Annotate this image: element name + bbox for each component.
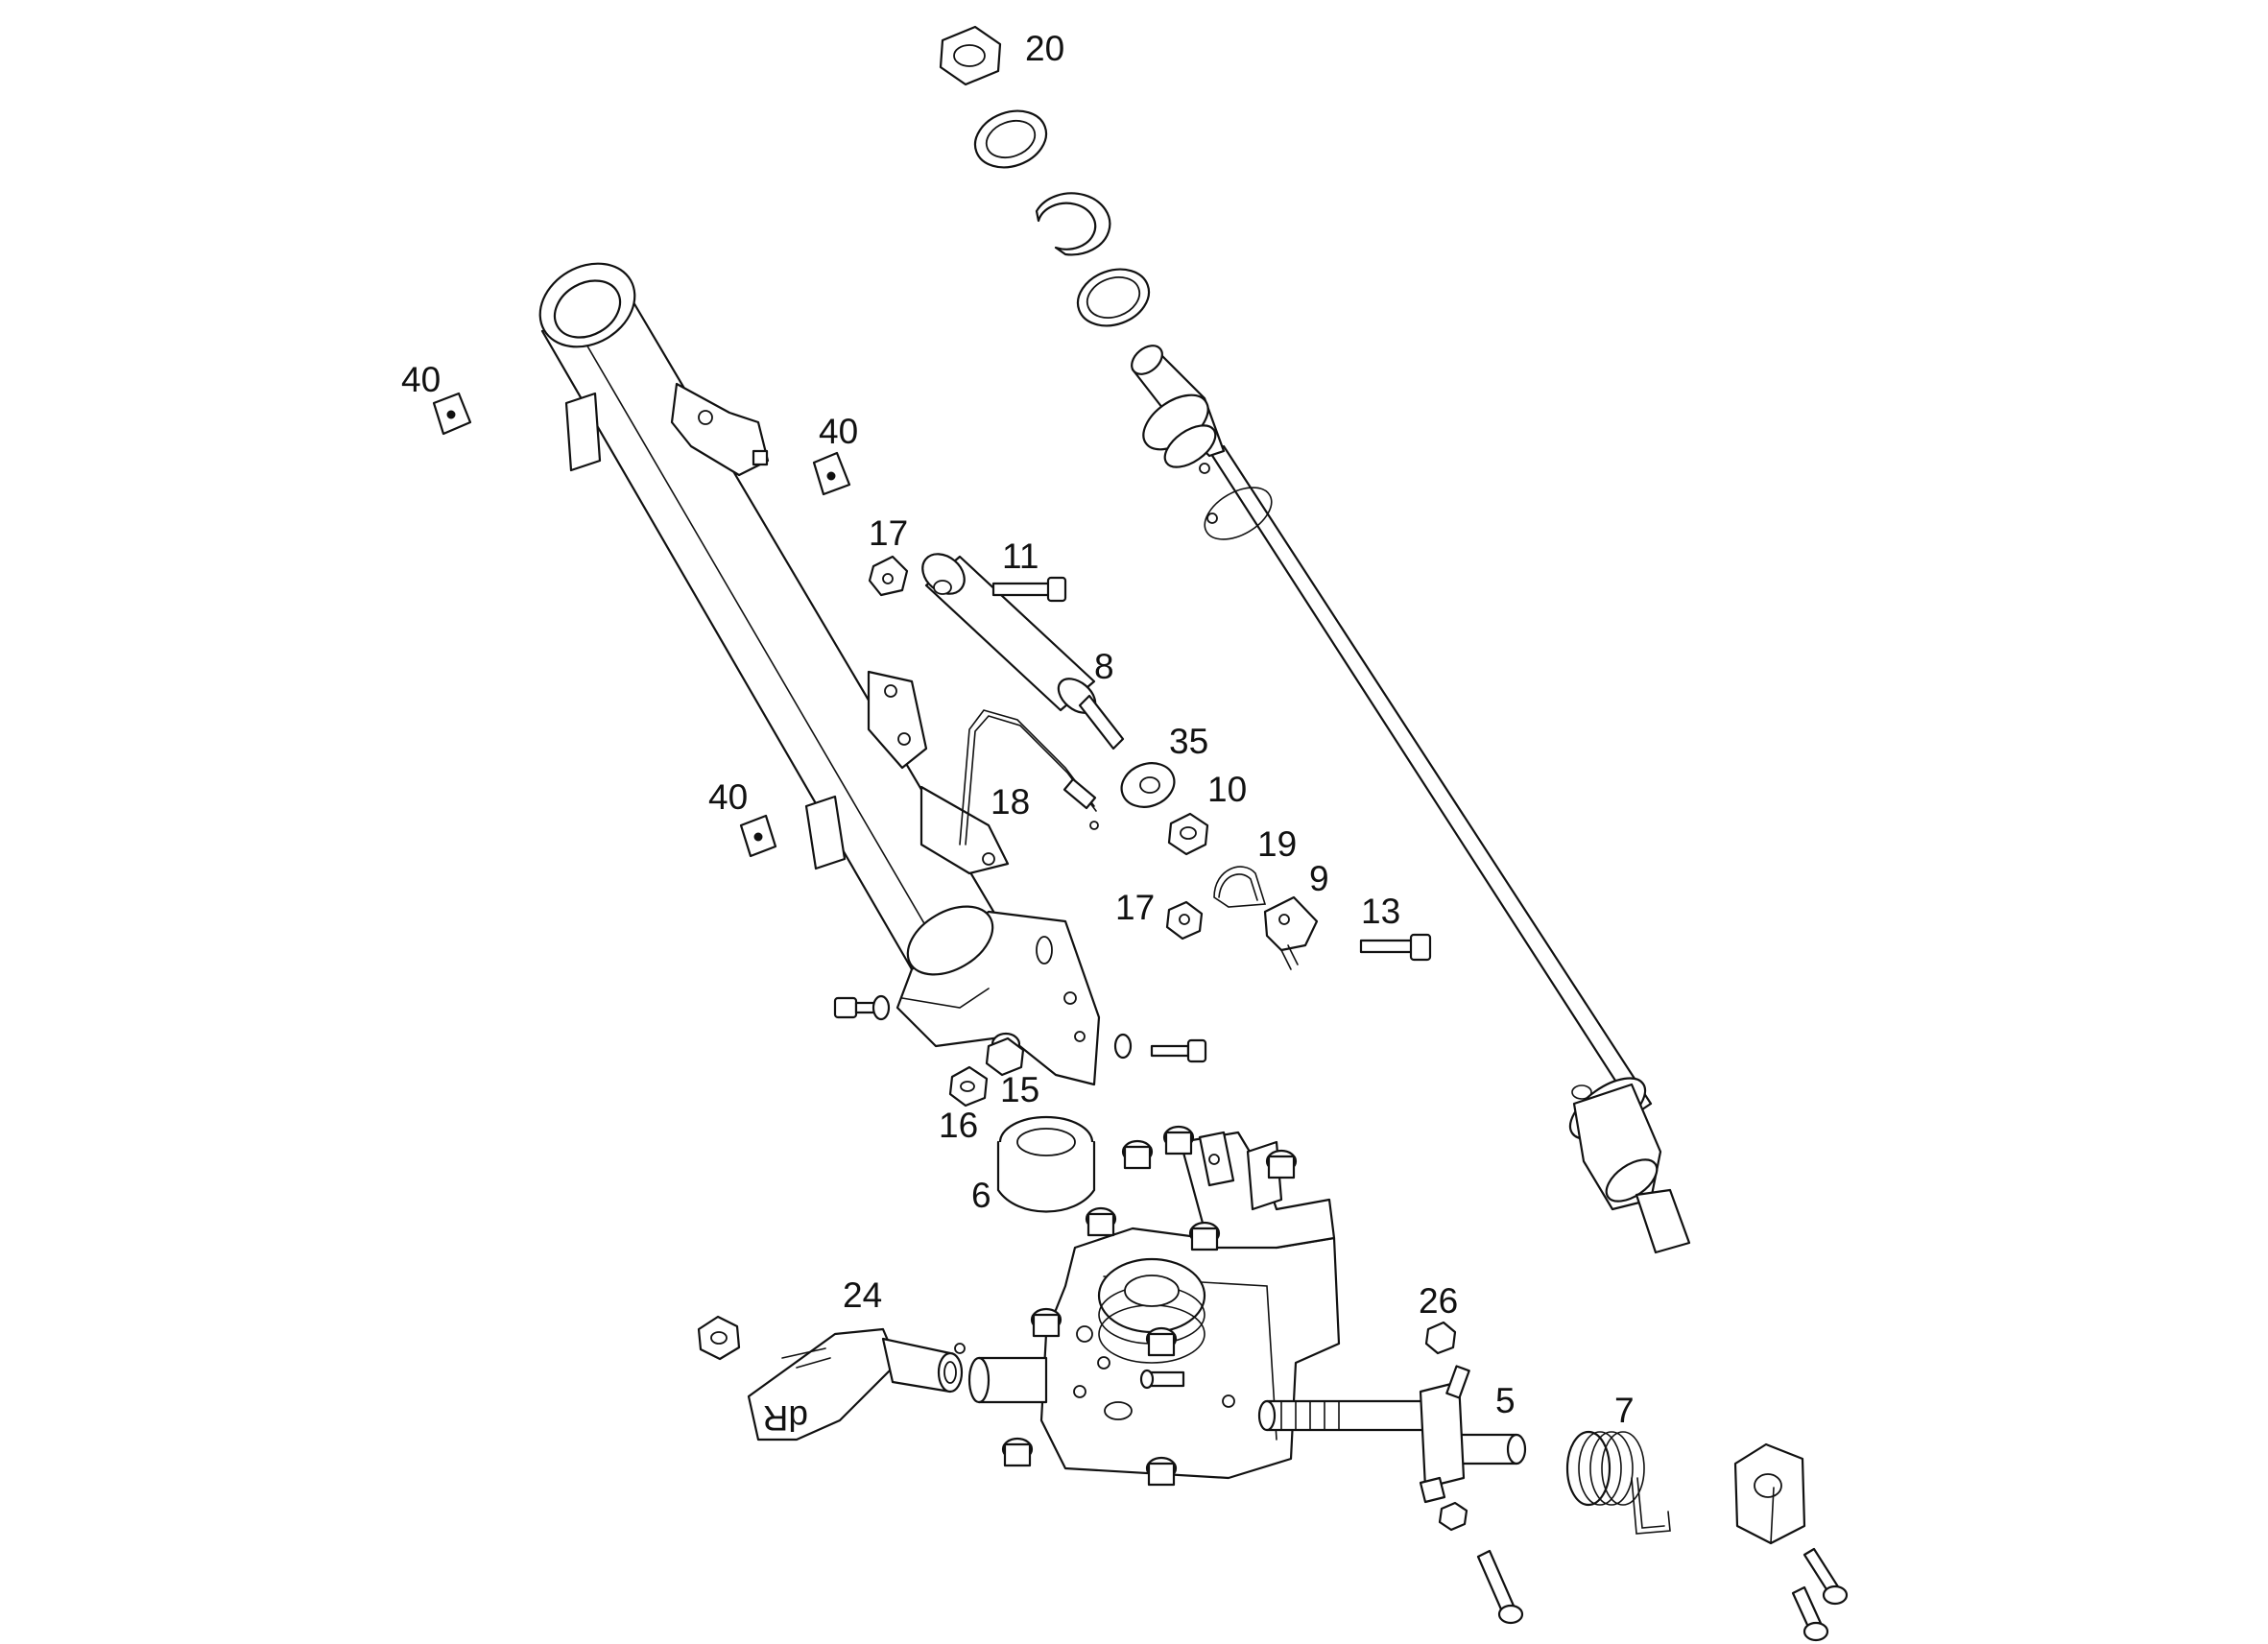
nut-16: [948, 1065, 989, 1108]
bolt-13: [1359, 933, 1432, 962]
spring-clip-19: [1213, 866, 1267, 908]
callout-6: 6: [971, 1176, 991, 1215]
callout-24: 24: [843, 1275, 882, 1315]
callout-17-upper: 17: [869, 513, 908, 553]
callout-40-lower: 40: [708, 777, 748, 817]
adjust-lever-24: dR: [697, 1315, 966, 1441]
screw-26: [1424, 1321, 1457, 1355]
callout-26: 26: [1419, 1281, 1458, 1321]
callout-8: 8: [1094, 647, 1114, 686]
rubber-boot-6: [996, 1115, 1096, 1213]
callout-20: 20: [1025, 29, 1064, 68]
callout-17-lower: 17: [1115, 888, 1155, 927]
callout-19: 19: [1257, 824, 1297, 864]
callout-7: 7: [1614, 1391, 1635, 1430]
small-nut-below-5: [1438, 1501, 1468, 1532]
nut-17-b: [1165, 900, 1204, 941]
nut-15: [985, 1036, 1025, 1077]
torsion-spring-7: [1565, 1430, 1671, 1535]
callout-16: 16: [939, 1106, 978, 1145]
top-nut-washer-stack: [939, 25, 1151, 327]
steering-shaft: [1131, 345, 1691, 1254]
callout-11: 11: [1002, 536, 1039, 576]
clip-nut-40-c: [739, 814, 777, 858]
callout-5: 5: [1495, 1381, 1516, 1420]
housing-bolts: [1001, 1125, 1298, 1487]
callout-10: 10: [1207, 770, 1247, 809]
gas-spring-8: [868, 553, 1125, 751]
clamp-block: [1733, 1442, 1806, 1545]
splined-shaft-5: [1257, 1365, 1527, 1504]
callout-40-upper: 40: [819, 412, 858, 451]
callout-40-left: 40: [401, 360, 441, 399]
screw-pair: [1791, 1547, 1849, 1642]
nut-10: [1167, 812, 1209, 856]
bracket-9: [1263, 895, 1319, 970]
screw-lower-center: [1476, 1549, 1524, 1625]
callout-15: 15: [1000, 1070, 1039, 1109]
release-cable-18: [959, 709, 1099, 846]
callout-9: 9: [1309, 859, 1329, 898]
washer-35: [1120, 762, 1176, 808]
callout-18: 18: [991, 782, 1030, 822]
clip-nut-40-a: [432, 392, 472, 436]
column-jacket-tube: [538, 262, 1207, 1086]
clip-nut-40-b: [812, 451, 851, 496]
callout-13: 13: [1361, 892, 1400, 931]
lever-marking: dR: [763, 1398, 808, 1438]
callout-35: 35: [1169, 722, 1208, 761]
callout-labels: 20 40 40 40 17 11 8 35 10 18 19 9 17 13 …: [401, 29, 1635, 1430]
